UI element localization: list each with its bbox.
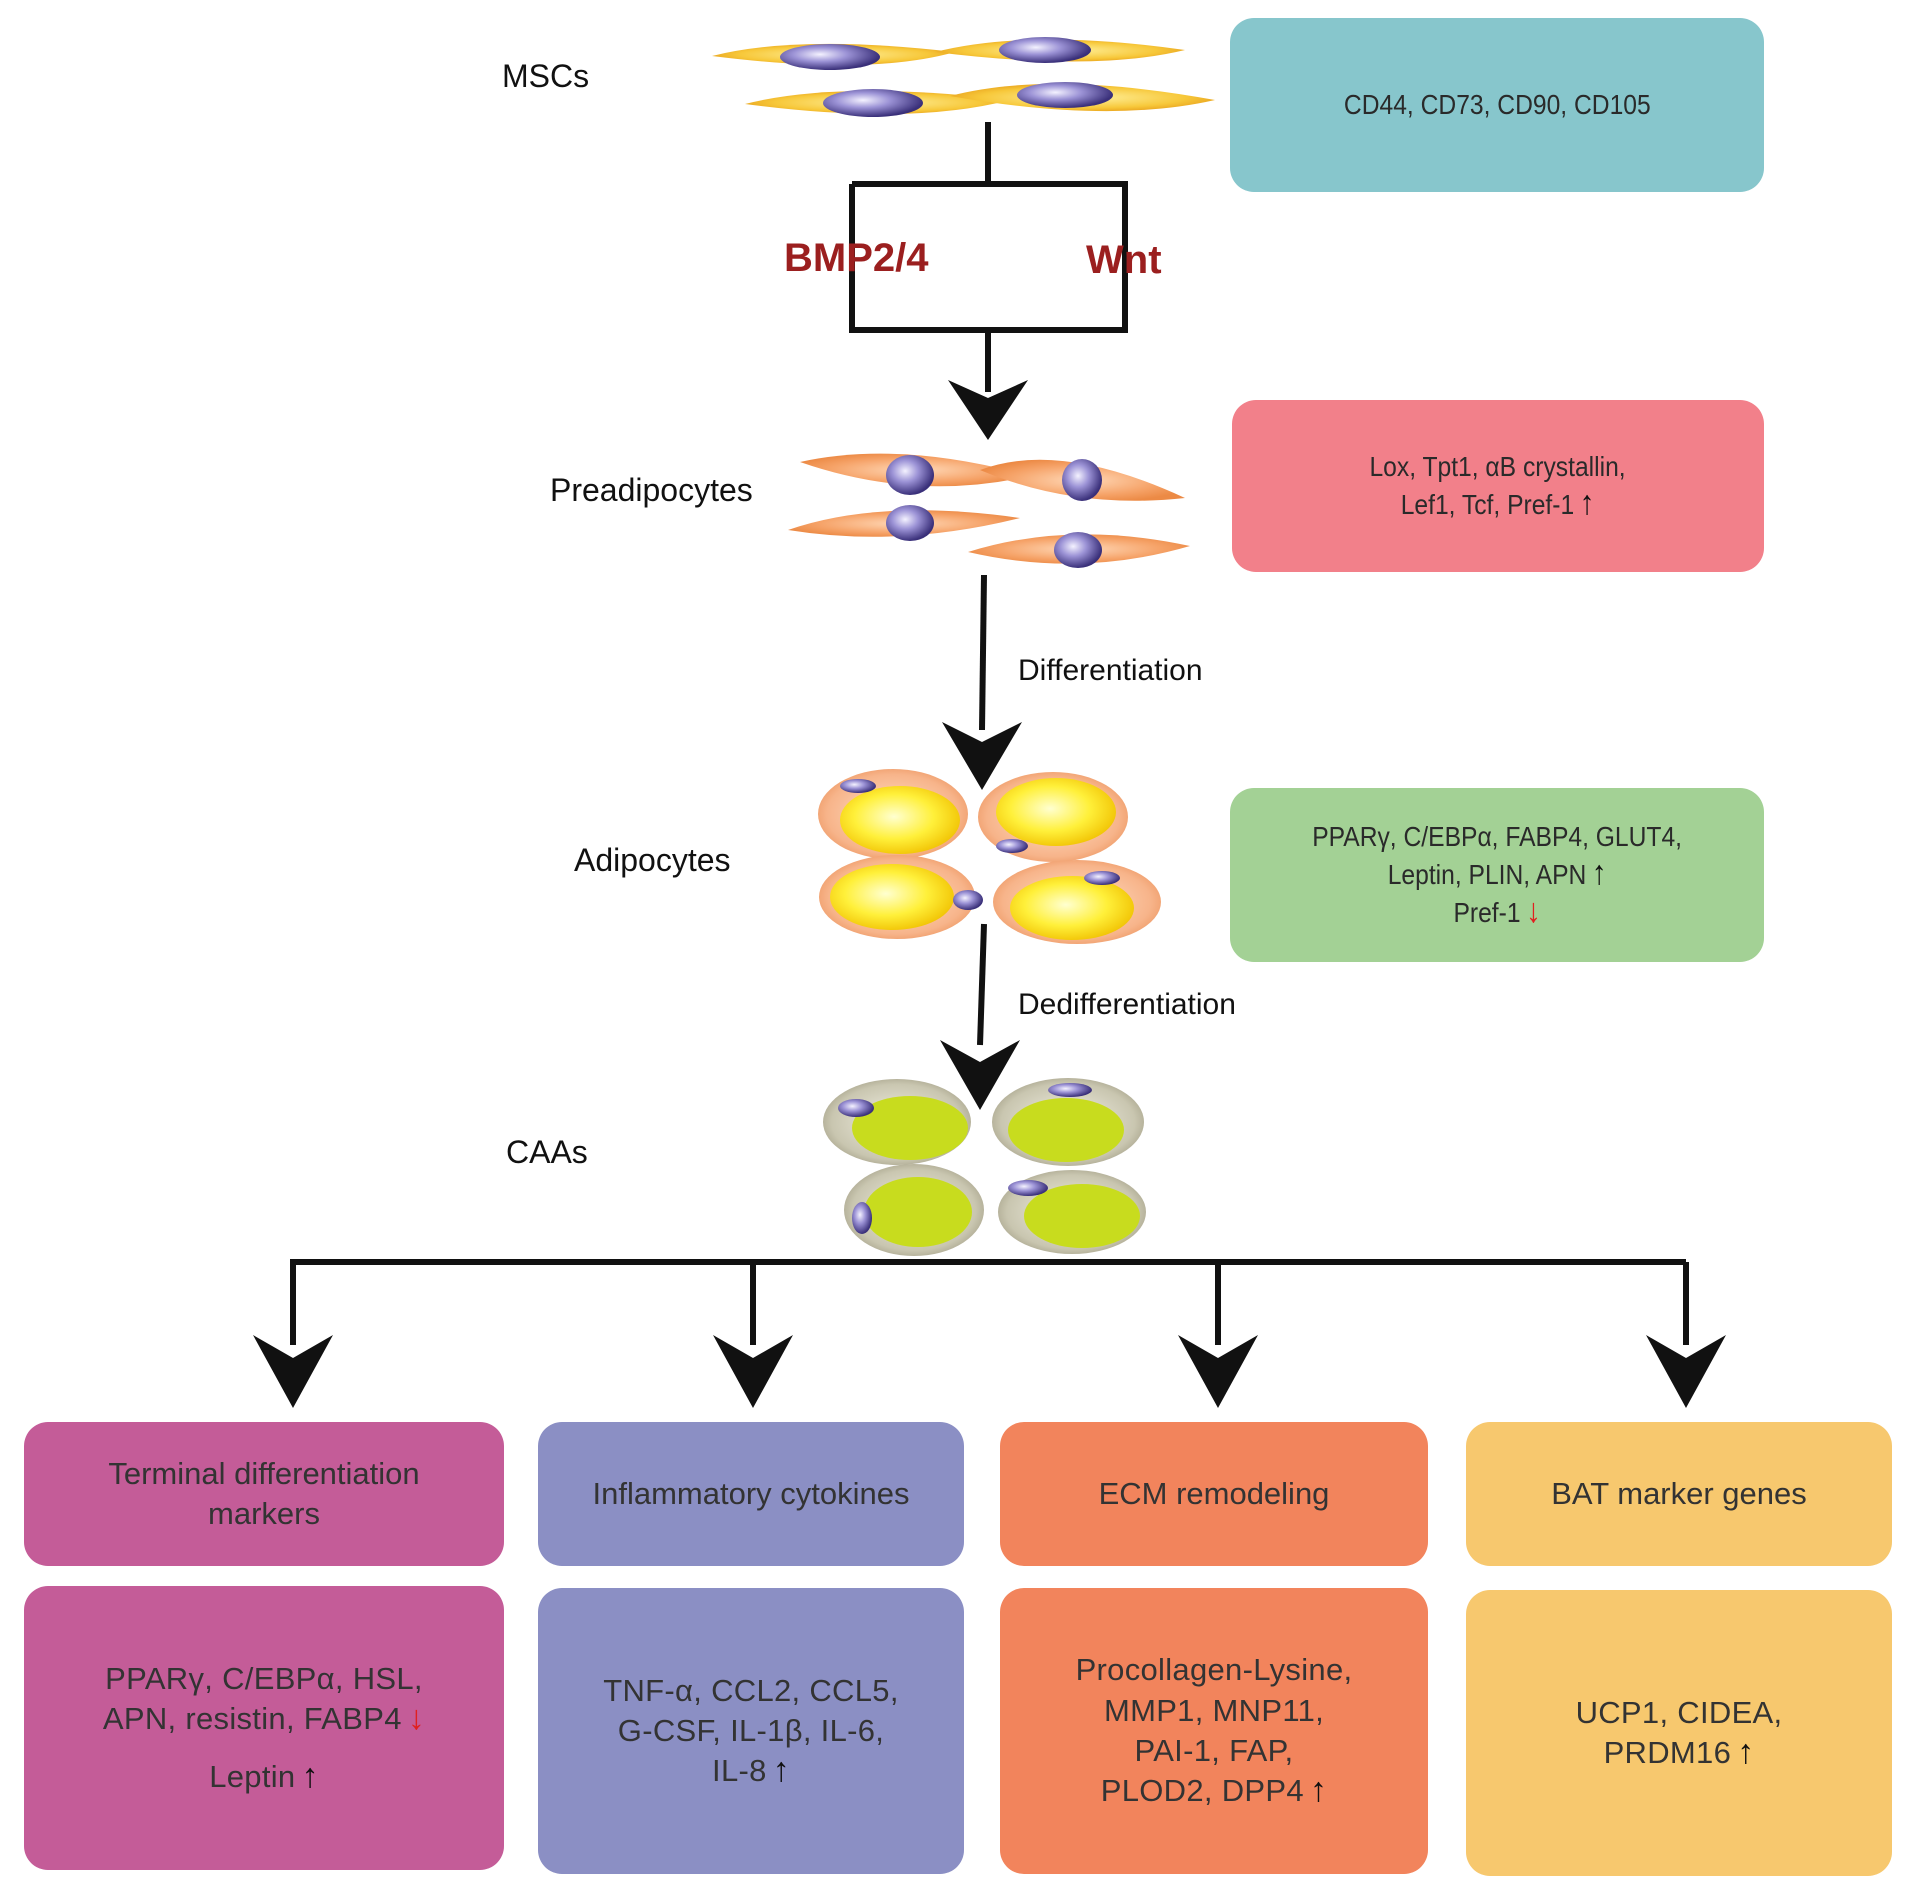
- up-arrow-icon: ↑: [1579, 484, 1595, 522]
- preadipocyte-markers-line2: Lef1, Tcf, Pref-1: [1401, 489, 1575, 520]
- terminal-detail-line1: PPARγ, C/EBPα, HSL,: [105, 1660, 423, 1696]
- signal-bmp: BMP2/4: [784, 236, 929, 280]
- inflammatory-detail-line2: G-CSF, IL-1β, IL-6,: [617, 1712, 885, 1748]
- category-inflammatory-title-box: Inflammatory cytokines: [538, 1422, 964, 1566]
- caa-cells: [823, 1078, 1146, 1256]
- ecm-detail-line4: PLOD2, DPP4: [1100, 1773, 1304, 1809]
- process-dedifferentiation: Dedifferentiation: [1018, 988, 1236, 1021]
- adipocyte-markers-line2: Leptin, PLIN, APN: [1387, 859, 1587, 891]
- signal-bracket: [849, 122, 1128, 392]
- dedifferentiation-line: [977, 923, 987, 1046]
- stage-label-preadipocytes: Preadipocytes: [550, 472, 753, 508]
- category-ecm-title: ECM remodeling: [1098, 1475, 1330, 1511]
- bat-detail-line1: UCP1, CIDEA,: [1575, 1694, 1783, 1730]
- terminal-detail-line3: Leptin: [209, 1759, 296, 1795]
- up-arrow-icon: ↑: [1591, 854, 1607, 893]
- bat-detail-line2: PRDM16: [1603, 1735, 1732, 1770]
- category-inflammatory-detail-box: TNF-α, CCL2, CCL5, G-CSF, IL-1β, IL-6, I…: [538, 1588, 964, 1874]
- inflammatory-detail-line1: TNF-α, CCL2, CCL5,: [603, 1672, 899, 1708]
- preadipocyte-markers-box: Lox, Tpt1, αB crystallin, Lef1, Tcf, Pre…: [1232, 400, 1764, 572]
- adipocyte-cells: [818, 769, 1161, 944]
- category-terminal-title-line2: markers: [208, 1496, 320, 1531]
- up-arrow-icon: ↑: [1309, 1771, 1328, 1810]
- terminal-detail-line2: APN, resistin, FABP4: [102, 1700, 402, 1736]
- arrow-to-bat: [1646, 1335, 1726, 1408]
- stage-label-mscs: MSCs: [502, 58, 590, 94]
- arrow-to-inflammatory: [713, 1335, 793, 1408]
- preadipocyte-cells: [788, 453, 1190, 568]
- arrow-to-terminal: [253, 1335, 333, 1408]
- down-arrow-icon: ↓: [407, 1698, 426, 1737]
- ecm-detail-line3: PAI-1, FAP,: [1134, 1733, 1294, 1768]
- stage-label-adipocytes: Adipocytes: [574, 842, 731, 878]
- category-inflammatory-title: Inflammatory cytokines: [592, 1475, 910, 1511]
- category-terminal-title-line1: Terminal differentiation: [108, 1455, 420, 1491]
- category-bat-title-box: BAT marker genes: [1466, 1422, 1892, 1566]
- up-arrow-icon: ↑: [1737, 1733, 1755, 1771]
- up-arrow-icon: ↑: [772, 1751, 790, 1790]
- arrow-to-preadipocytes: [948, 380, 1028, 440]
- category-terminal-detail-box: PPARγ, C/EBPα, HSL, APN, resistin, FABP4…: [24, 1586, 504, 1870]
- adipocyte-markers-line3: Pref-1: [1453, 896, 1521, 928]
- down-arrow-icon: ↓: [1525, 891, 1541, 930]
- category-ecm-detail-box: Procollagen-Lysine, MMP1, MNP11, PAI-1, …: [1000, 1588, 1428, 1874]
- up-arrow-icon: ↑: [301, 1757, 319, 1796]
- inflammatory-detail-line3: IL-8: [712, 1753, 767, 1789]
- signal-wnt: Wnt: [1086, 238, 1162, 282]
- differentiation-line: [979, 574, 987, 731]
- branch-connectors: [290, 1259, 1689, 1345]
- adipocyte-markers-box: PPARγ, C/EBPα, FABP4, GLUT4, Leptin, PLI…: [1230, 788, 1764, 962]
- arrow-to-ecm: [1178, 1335, 1258, 1408]
- msc-cells: [712, 37, 1215, 117]
- msc-markers-text: CD44, CD73, CD90, CD105: [1343, 89, 1651, 121]
- preadipocyte-markers-line1: Lox, Tpt1, αB crystallin,: [1369, 451, 1627, 483]
- arrow-to-adipocytes: [942, 722, 1022, 790]
- msc-markers-box: CD44, CD73, CD90, CD105: [1230, 18, 1764, 192]
- category-terminal-title-box: Terminal differentiation markers: [24, 1422, 504, 1566]
- category-ecm-title-box: ECM remodeling: [1000, 1422, 1428, 1566]
- process-differentiation: Differentiation: [1018, 654, 1203, 687]
- ecm-detail-line2: MMP1, MNP11,: [1103, 1692, 1325, 1728]
- stage-label-caas: CAAs: [506, 1134, 588, 1170]
- ecm-detail-line1: Procollagen-Lysine,: [1075, 1652, 1353, 1688]
- adipocyte-markers-line1: PPARγ, C/EBPα, FABP4, GLUT4,: [1312, 821, 1682, 853]
- arrow-to-caas: [940, 1040, 1020, 1110]
- category-bat-title: BAT marker genes: [1551, 1475, 1807, 1511]
- category-bat-detail-box: UCP1, CIDEA, PRDM16↑: [1466, 1590, 1892, 1876]
